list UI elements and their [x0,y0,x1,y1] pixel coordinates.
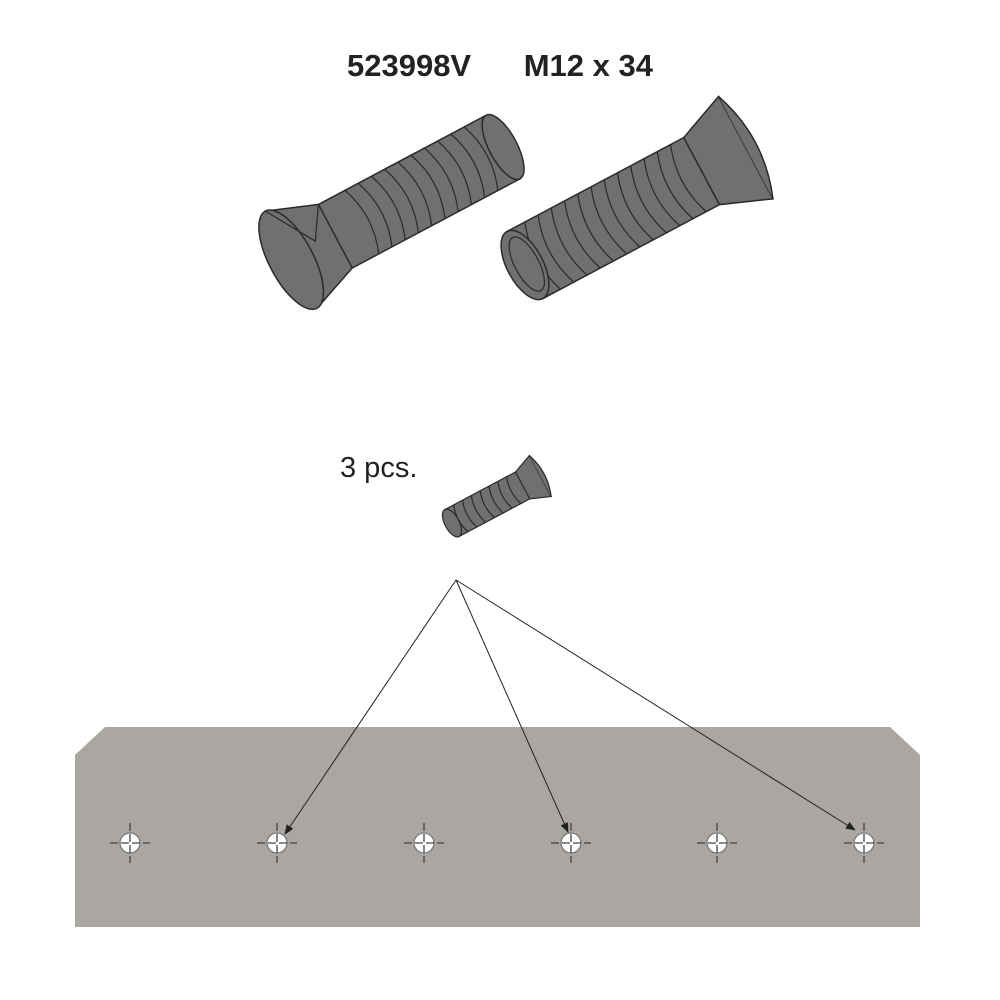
hole-3 [404,823,444,863]
bolt-small-icon [441,454,553,538]
hole-2 [257,823,297,863]
hole-6 [844,823,884,863]
quantity-label: 3 pcs. [340,452,418,484]
hole-1 [110,823,150,863]
bolt-thread-view [500,95,775,301]
bolt-head-view [258,113,525,311]
hole-4 [551,823,591,863]
arrow-to-hole-4 [455,579,569,833]
part-number: 523998V [346,48,472,83]
plate [75,727,920,927]
arrow-to-hole-2 [284,579,457,835]
arrow-to-hole-6 [455,579,856,831]
bolt-size: M12 x 34 [523,48,653,83]
title: 523998V M12 x 34 [0,48,1000,84]
arrows [284,579,856,835]
hole-5 [697,823,737,863]
holes [110,823,884,863]
